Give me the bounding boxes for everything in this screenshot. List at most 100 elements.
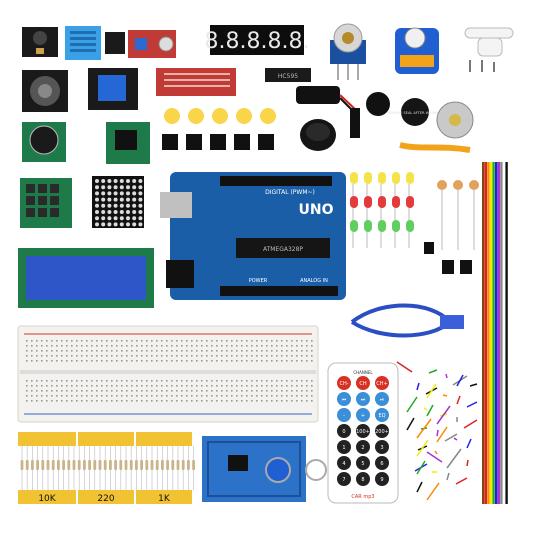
breadboard-hole xyxy=(256,390,258,392)
matrix-dot xyxy=(95,179,99,183)
breadboard-hole xyxy=(136,340,138,342)
breadboard-hole xyxy=(231,345,233,347)
breadboard-hole xyxy=(41,390,43,392)
breadboard-hole xyxy=(291,345,293,347)
breadboard-hole xyxy=(116,360,118,362)
breadboard-hole xyxy=(181,350,183,352)
breadboard-hole xyxy=(306,390,308,392)
breadboard-hole xyxy=(241,395,243,397)
breadboard-hole xyxy=(81,345,83,347)
breadboard-hole xyxy=(136,345,138,347)
breadboard-hole xyxy=(181,385,183,387)
breadboard-hole xyxy=(306,360,308,362)
breadboard-hole xyxy=(86,390,88,392)
breadboard-hole xyxy=(96,380,98,382)
jumper-wire xyxy=(406,417,415,431)
breadboard-hole xyxy=(61,390,63,392)
servo-motor xyxy=(395,27,439,74)
breadboard-hole xyxy=(101,400,103,402)
matrix-dot xyxy=(101,191,106,196)
joystick-cap xyxy=(300,119,336,151)
transistors xyxy=(424,242,472,274)
breadboard-hole xyxy=(121,385,123,387)
breadboard-hole xyxy=(176,390,178,392)
breadboard-hole xyxy=(176,380,178,382)
led xyxy=(406,196,414,208)
breadboard-hole xyxy=(31,380,33,382)
breadboard-hole xyxy=(51,380,53,382)
breadboard-hole xyxy=(206,360,208,362)
breadboard-hole xyxy=(216,395,218,397)
resistor-body xyxy=(98,460,102,470)
breadboard-hole xyxy=(51,350,53,352)
resistor-body xyxy=(93,460,97,470)
breadboard-hole xyxy=(66,360,68,362)
breadboard-hole xyxy=(31,395,33,397)
breadboard-hole xyxy=(231,340,233,342)
breadboard-hole xyxy=(71,345,73,347)
breadboard-hole xyxy=(196,345,198,347)
breadboard-hole xyxy=(296,390,298,392)
breadboard-hole xyxy=(291,395,293,397)
led xyxy=(406,172,414,184)
breadboard-hole xyxy=(186,360,188,362)
breadboard-hole xyxy=(161,355,163,357)
dht11-sensor xyxy=(65,26,101,60)
breadboard-hole xyxy=(311,400,313,402)
rtc-module xyxy=(22,122,66,162)
breadboard-hole xyxy=(171,355,173,357)
breadboard-hole xyxy=(276,355,278,357)
ribbon-wire xyxy=(502,162,506,504)
breadboard-hole xyxy=(151,345,153,347)
breadboard-hole xyxy=(136,360,138,362)
breadboard-hole xyxy=(151,385,153,387)
breadboard-hole xyxy=(51,360,53,362)
shift-register-ic: HC595 xyxy=(265,68,311,82)
breadboard-hole xyxy=(281,360,283,362)
remote-brand: CAR mp3 xyxy=(351,494,374,500)
breadboard-hole xyxy=(236,360,238,362)
led xyxy=(378,196,386,208)
breadboard-hole xyxy=(131,380,133,382)
led xyxy=(378,220,386,232)
breadboard-hole xyxy=(306,385,308,387)
breadboard-hole xyxy=(166,395,168,397)
breadboard-hole xyxy=(71,350,73,352)
breadboard-hole xyxy=(66,385,68,387)
breadboard-hole xyxy=(256,340,258,342)
breadboard-hole xyxy=(26,360,28,362)
breadboard-hole xyxy=(126,355,128,357)
breadboard-hole xyxy=(236,345,238,347)
resistor-label-220: 220 xyxy=(97,494,114,504)
breadboard-hole xyxy=(216,345,218,347)
breadboard-hole xyxy=(71,380,73,382)
breadboard-hole xyxy=(276,390,278,392)
breadboard-hole xyxy=(281,400,283,402)
breadboard xyxy=(17,325,319,423)
breadboard-hole xyxy=(46,395,48,397)
breadboard-hole xyxy=(246,340,248,342)
matrix-dot xyxy=(101,203,106,208)
breadboard-hole xyxy=(301,390,303,392)
breadboard-hole xyxy=(306,345,308,347)
breadboard-hole xyxy=(226,385,228,387)
breadboard-hole xyxy=(76,355,78,357)
breadboard-hole xyxy=(256,385,258,387)
matrix-dot xyxy=(119,185,124,190)
breadboard-hole xyxy=(76,395,78,397)
button-caps xyxy=(164,108,276,124)
matrix-dot xyxy=(95,222,99,227)
breadboard-hole xyxy=(181,360,183,362)
breadboard-hole xyxy=(191,380,193,382)
breadboard-hole xyxy=(206,345,208,347)
jumper-ribbon-cable xyxy=(482,162,508,504)
breadboard-hole xyxy=(41,340,43,342)
matrix-dot xyxy=(107,185,112,190)
breadboard-hole xyxy=(171,340,173,342)
breadboard-hole xyxy=(121,395,123,397)
breadboard-hole xyxy=(131,350,133,352)
matrix-dot xyxy=(113,210,118,214)
breadboard-hole xyxy=(136,390,138,392)
breadboard-hole xyxy=(61,385,63,387)
breadboard-hole xyxy=(141,345,143,347)
